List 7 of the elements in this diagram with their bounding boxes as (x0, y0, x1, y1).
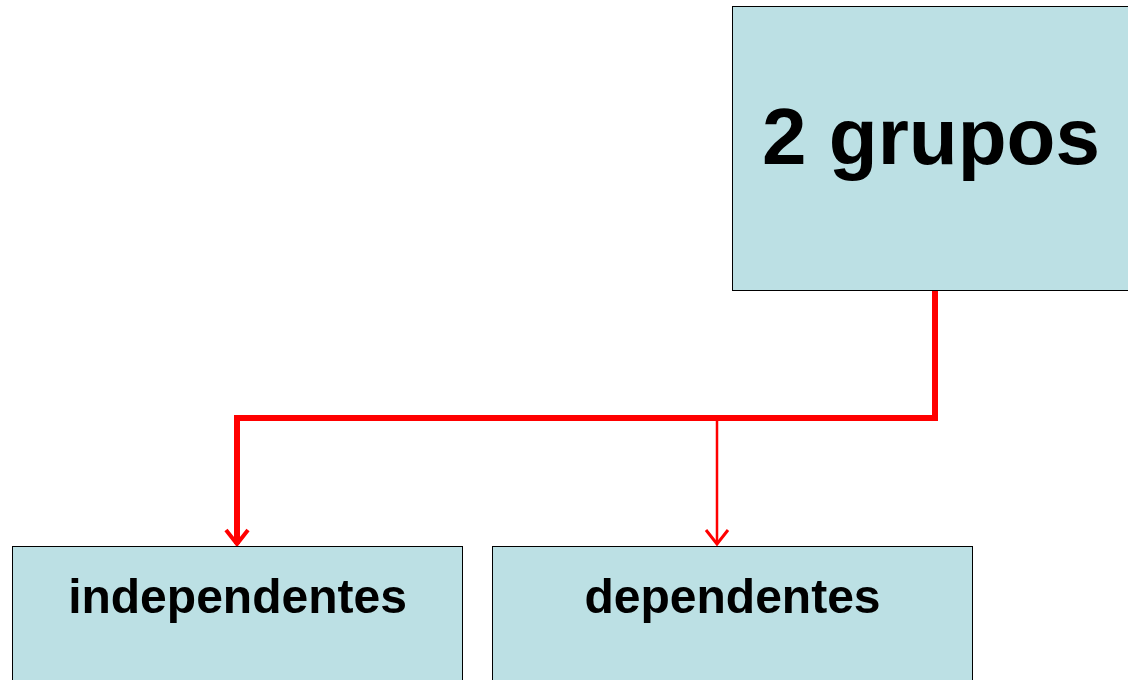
box-label: 2 grupos (762, 90, 1100, 183)
box-label: independentes (68, 568, 407, 624)
process-box (492, 546, 973, 680)
process-box (12, 546, 463, 680)
process-box (732, 6, 1128, 291)
arrow (224, 291, 938, 546)
box-label: dependentes (584, 568, 881, 624)
